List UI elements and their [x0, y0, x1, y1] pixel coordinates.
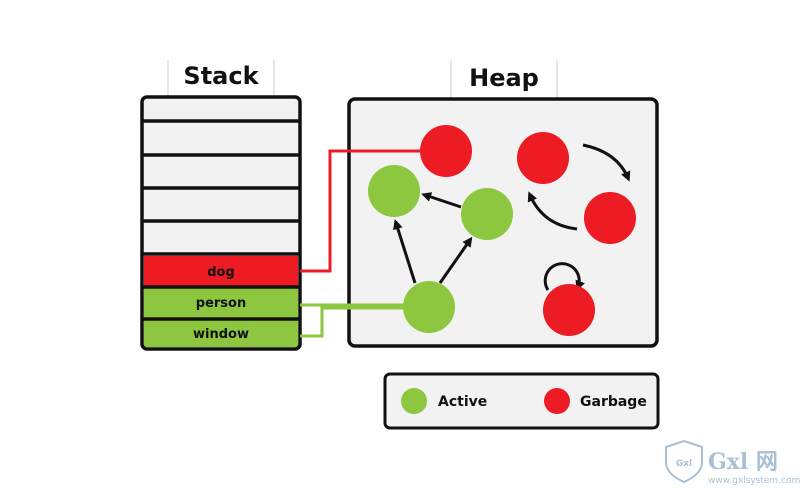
self-reference-arrow: [543, 262, 585, 291]
watermark-shield-text: Gxl: [676, 459, 692, 469]
garbage-object: [517, 132, 569, 184]
reference-arrow: [393, 219, 417, 284]
watermark-url: www.gxlsystem.com: [708, 476, 800, 486]
legend-garbage-label: Garbage: [580, 394, 647, 410]
cycle-arrow: [582, 143, 631, 182]
stack-slot-person: [144, 287, 298, 319]
stack-slot-empty: [144, 122, 298, 155]
heap-title-tab: Heap: [450, 60, 558, 99]
stack-slot-label-dog: dog: [207, 265, 235, 280]
watermark-brand: Gxl 网: [708, 449, 778, 475]
reference-arrow: [438, 236, 473, 284]
legend: Active Garbage: [383, 372, 660, 430]
stack-slot-window: [144, 319, 298, 347]
reference-line-window: [300, 306, 404, 338]
stack-panel: dog person window: [140, 95, 302, 351]
stack-title: Stack: [183, 62, 259, 90]
stack-title-tab: Stack: [167, 60, 275, 97]
stack-slot-label-person: person: [196, 296, 246, 311]
active-object: [403, 281, 455, 333]
stack-slot-dog: [144, 256, 298, 287]
reference-arrow: [421, 192, 462, 209]
legend-garbage-swatch: [544, 388, 570, 414]
stack-slot-label-window: window: [193, 327, 249, 342]
active-object: [368, 165, 420, 217]
garbage-object: [543, 284, 595, 336]
heap-title: Heap: [469, 64, 539, 92]
watermark: Gxl Gxl 网 www.gxlsystem.com: [665, 439, 800, 486]
shield-icon: [665, 439, 703, 484]
reference-line-dog: [300, 149, 420, 273]
legend-active-label: Active: [438, 394, 487, 410]
active-object: [461, 188, 513, 240]
cycle-arrow: [527, 191, 578, 231]
garbage-object: [584, 192, 636, 244]
garbage-object: [420, 125, 472, 177]
legend-active-swatch: [401, 388, 427, 414]
